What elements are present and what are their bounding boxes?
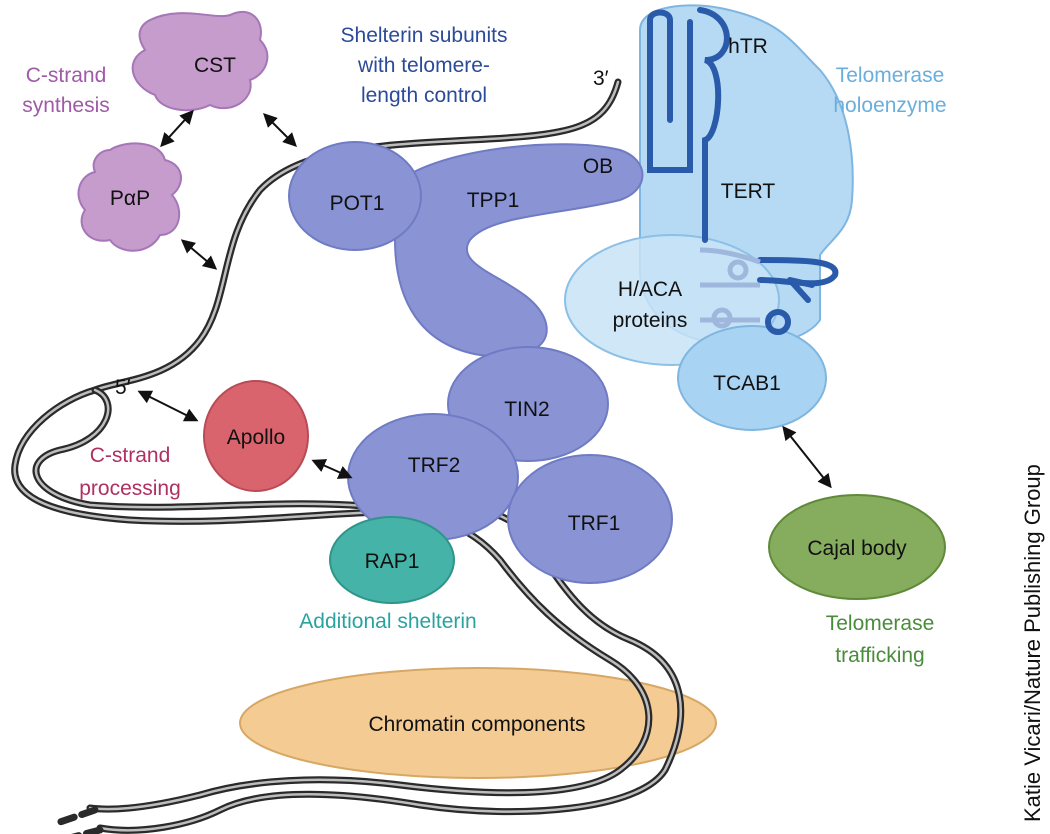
cajal-body-shape [768,494,946,600]
tpp1-label: TPP1 [467,189,520,212]
trf1-shape [507,454,673,584]
pot1-shape [288,141,422,251]
caption-telomerase-trafficking-1: Telomerase [826,612,935,635]
htr-label: hTR [728,35,768,58]
ob-label: OB [583,155,613,178]
caption-c-strand-synthesis-2: synthesis [22,94,110,117]
component-labels: CST PαP POT1 TPP1 OB TIN2 TRF2 TRF1 RAP1… [110,35,907,736]
htr-rna-faded [699,247,761,329]
arrow-cst-pot1 [263,113,297,147]
arrow-pap-dna [180,239,218,270]
arrow-apollo-trf2 [311,459,353,479]
h-aca-label-line1: H/ACA [618,278,682,301]
caption-shelterin-1: Shelterin subunits [341,24,508,47]
arrow-tcab1-cajal [782,425,832,489]
tert-label: TERT [721,180,776,203]
arrow-cst-pap [160,109,194,148]
rap1-shape [329,516,455,604]
pap-label: PαP [110,187,150,210]
caption-telomerase-trafficking-2: trafficking [835,644,925,667]
pot1-label: POT1 [330,192,385,215]
tpp1-shape [394,143,644,358]
tin2-label: TIN2 [504,398,550,421]
cst-shape [131,10,269,112]
cajal-body-label: Cajal body [807,537,907,560]
pap-shape [77,142,182,252]
caption-shelterin-3: length control [361,84,487,107]
interaction-arrows [137,109,832,489]
caption-c-strand-processing-2: processing [79,477,181,500]
trf1-label: TRF1 [568,512,621,535]
caption-c-strand-processing-1: C-strand [90,444,171,467]
telomeric-dna [11,78,685,834]
captions: C-strand synthesis Shelterin subunits wi… [22,24,946,667]
chromatin-label: Chromatin components [368,713,585,736]
cst-label: CST [194,54,236,77]
arrow-5prime-apollo [137,390,199,422]
apollo-shape [203,380,309,492]
three-prime-label: 3′ [593,67,609,90]
caption-telomerase-holoenzyme-1: Telomerase [836,64,945,87]
caption-telomerase-holoenzyme-2: holoenzyme [833,94,946,117]
trf2-label: TRF2 [408,454,461,477]
image-credit: Katie Vicari/Nature Publishing Group [1020,464,1045,822]
rap1-label: RAP1 [365,550,420,573]
tcab1-label: TCAB1 [713,372,781,395]
caption-shelterin-2: with telomere- [357,54,490,77]
caption-additional-shelterin: Additional shelterin [299,610,476,633]
htr-rna [647,7,839,335]
chromatin-components-shape [239,667,717,779]
caption-c-strand-synthesis-1: C-strand [26,64,107,87]
h-aca-label-line2: proteins [613,309,688,332]
five-prime-label: 5′ [115,376,131,399]
tcab1-shape [677,325,827,431]
apollo-label: Apollo [227,426,285,449]
